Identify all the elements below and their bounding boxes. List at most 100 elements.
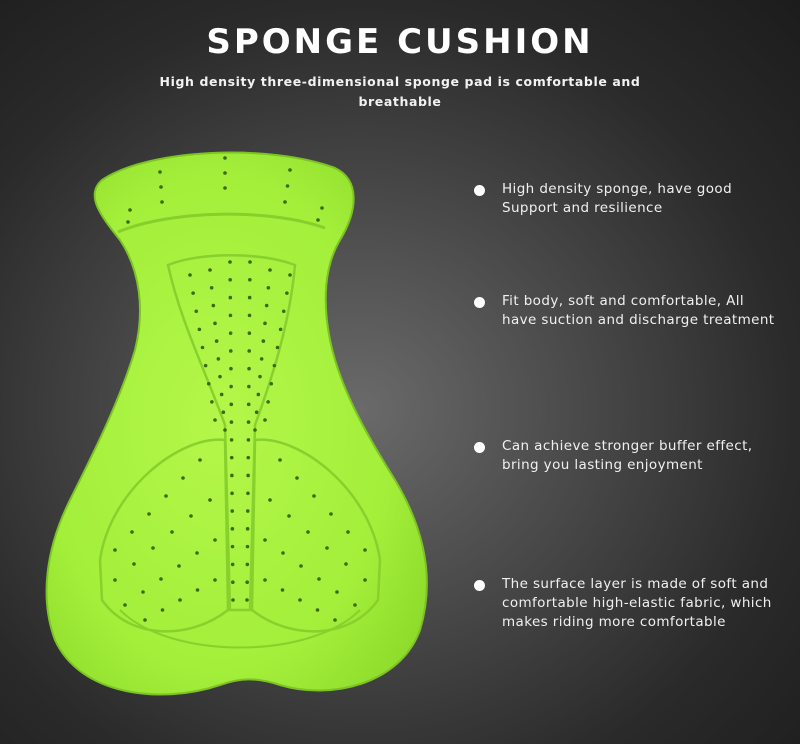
- perforation-dot: [210, 400, 214, 404]
- perforation-dot: [245, 562, 250, 567]
- perforation-dot: [229, 438, 234, 442]
- perforation-dot: [219, 392, 224, 397]
- perforation-dot: [160, 608, 165, 612]
- perforation-dot: [269, 381, 274, 386]
- perforation-dot: [223, 428, 227, 432]
- perforation-dot: [247, 349, 252, 353]
- perforation-dot: [191, 291, 195, 295]
- perforation-dot: [113, 578, 117, 582]
- perforation-dot: [230, 562, 235, 567]
- perforation-dot: [333, 618, 337, 622]
- perforation-dot: [213, 578, 217, 582]
- perforation-dot: [132, 562, 136, 566]
- perforation-dot: [200, 345, 205, 350]
- perforation-dot: [223, 156, 227, 160]
- perforation-dot: [329, 512, 333, 516]
- perforation-dot: [230, 491, 234, 496]
- perforation-dot: [272, 363, 277, 368]
- perforation-dot: [266, 285, 271, 290]
- perforation-dot: [123, 603, 127, 607]
- perforation-dot: [231, 580, 235, 585]
- feature-text: Fit body, soft and comfortable, All have…: [502, 293, 775, 328]
- perforation-dot: [229, 402, 234, 407]
- perforation-dot: [195, 551, 199, 555]
- perforation-dot: [353, 603, 357, 607]
- perforation-dot: [283, 200, 287, 204]
- perforation-dot: [128, 208, 132, 212]
- perforation-dot: [263, 578, 267, 582]
- perforation-dot: [181, 476, 185, 480]
- perforation-dot: [230, 473, 234, 478]
- perforation-dot: [254, 410, 259, 415]
- perforation-dot: [223, 186, 227, 190]
- page-subtitle: High density three-dimensional sponge pa…: [159, 74, 641, 109]
- feature-text: High density sponge, have good Support a…: [502, 181, 733, 216]
- perforation-dot: [248, 277, 252, 282]
- perforation-dot: [228, 277, 232, 282]
- perforation-dot: [228, 295, 233, 300]
- perforation-dot: [306, 530, 310, 534]
- perforation-dot: [147, 512, 151, 516]
- perforation-dot: [247, 366, 251, 371]
- perforation-dot: [344, 562, 348, 566]
- perforation-dot: [229, 455, 234, 460]
- perforation-dot: [213, 321, 217, 326]
- perforation-dot: [159, 185, 163, 189]
- perforation-dot: [253, 428, 257, 432]
- perforation-dot: [312, 494, 316, 498]
- page-title: SPONGE CUSHION: [206, 22, 594, 62]
- perforation-dot: [278, 327, 283, 332]
- perforation-dot: [188, 273, 192, 277]
- perforation-dot: [194, 309, 199, 314]
- perforation-dot: [151, 546, 155, 550]
- perforation-dot: [245, 598, 249, 602]
- perforation-dot: [230, 544, 235, 549]
- perforation-dot: [216, 357, 221, 361]
- bullet-icon: [474, 580, 485, 591]
- perforation-dot: [316, 218, 320, 222]
- perforation-dot: [126, 220, 130, 224]
- perforation-dot: [228, 260, 232, 264]
- perforation-dot: [263, 538, 267, 542]
- perforation-dot: [285, 184, 290, 188]
- perforation-dot: [231, 598, 235, 602]
- perforation-dot: [160, 200, 164, 204]
- perforation-dot: [325, 546, 329, 550]
- perforation-dot: [245, 527, 250, 531]
- perforation-dot: [159, 577, 163, 581]
- perforation-dot: [320, 206, 324, 210]
- perforation-dot: [315, 608, 320, 612]
- perforation-dot: [158, 170, 162, 174]
- perforation-dot: [288, 273, 292, 277]
- perforation-dot: [263, 321, 267, 326]
- perforation-dot: [363, 578, 367, 582]
- perforation-dot: [113, 548, 117, 552]
- perforation-dot: [143, 618, 147, 622]
- perforation-dot: [230, 509, 235, 513]
- perforation-dot: [247, 331, 252, 335]
- perforation-dot: [246, 402, 251, 407]
- perforation-dot: [214, 339, 219, 343]
- perforation-dot: [189, 514, 193, 518]
- sponge-pad-image: [45, 151, 428, 696]
- perforation-dot: [170, 530, 174, 534]
- perforation-dot: [261, 339, 266, 343]
- perforation-dot: [288, 168, 292, 172]
- perforation-dot: [317, 577, 321, 581]
- perforation-dot: [268, 268, 272, 272]
- perforation-dot: [285, 291, 289, 295]
- perforation-dot: [213, 538, 217, 542]
- perforation-dot: [230, 527, 235, 531]
- perforation-dot: [266, 400, 270, 404]
- perforation-dot: [346, 530, 350, 534]
- perforation-dot: [363, 548, 367, 552]
- bullet-icon: [474, 297, 485, 308]
- feature-text: The surface layer is made of soft and co…: [502, 576, 772, 630]
- perforation-dot: [295, 476, 299, 480]
- perforation-dot: [278, 458, 282, 462]
- perforation-dot: [245, 544, 250, 549]
- perforation-dot: [246, 455, 251, 460]
- perforation-dot: [218, 374, 222, 379]
- perforation-dot: [206, 381, 211, 386]
- perforation-dot: [229, 420, 234, 424]
